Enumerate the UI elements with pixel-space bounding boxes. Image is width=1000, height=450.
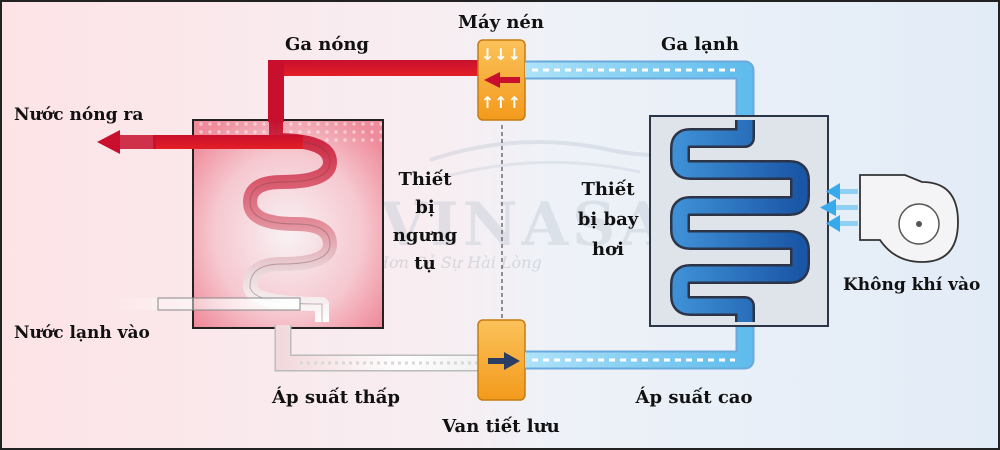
evaporator-label-line: bị bay	[578, 209, 639, 230]
evaporator-label-line: Thiết	[581, 178, 635, 200]
condenser-label-line: tụ	[414, 253, 435, 274]
hot-water-pipe	[153, 135, 303, 149]
compressor-down-arrows-icon: ↓↓↓	[481, 45, 521, 64]
cold-water-pipe	[100, 298, 300, 310]
evaporator	[649, 115, 829, 327]
air-in-label: Không khí vào	[843, 275, 980, 295]
cold-water-in-label: Nước lạnh vào	[14, 323, 150, 343]
condenser-coil	[243, 120, 337, 322]
valve-arrow-icon	[504, 352, 520, 370]
hot-gas-pipe	[270, 60, 480, 76]
compressor-up-arrows-icon: ↑↑↑	[481, 93, 521, 112]
watermark-slogan: Hơn Cả Sự Hài Lòng	[374, 253, 542, 272]
hot-water-out-label: Nước nóng ra	[14, 105, 143, 125]
hot-gas-label: Ga nóng	[285, 34, 369, 55]
compressor: ↓↓↓ ↑↑↑	[477, 39, 526, 121]
evaporator-coil	[672, 120, 808, 322]
condenser-label: Thiết bị ngưng tụ	[393, 168, 458, 274]
fan	[820, 174, 959, 263]
compressor-flow-arrow-icon	[484, 72, 500, 88]
evaporator-label: Thiết bị bay hơi	[578, 178, 639, 260]
compressor-label: Máy nén	[458, 12, 544, 33]
cold-gas-label: Ga lạnh	[661, 34, 739, 55]
condenser-label-line: ngưng	[393, 225, 458, 246]
expansion-valve-label: Van tiết lưu	[441, 415, 560, 437]
expansion-valve	[477, 319, 526, 401]
condenser-label-line: Thiết	[398, 168, 452, 190]
high-pressure-label: Áp suất cao	[635, 385, 753, 408]
condenser-label-line: bị	[415, 197, 435, 218]
hot-water-arrow	[97, 130, 120, 154]
low-pressure-label: Áp suất thấp	[271, 385, 400, 408]
evaporator-label-line: hơi	[592, 239, 624, 260]
air-flow-arrows-icon	[820, 183, 858, 232]
